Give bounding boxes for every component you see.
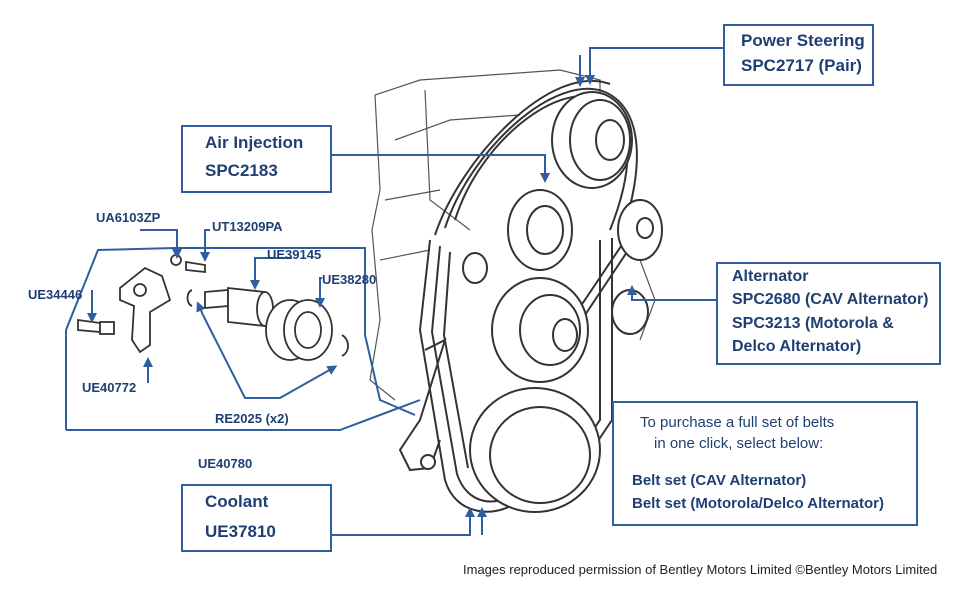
- leader-lines: [65, 47, 723, 536]
- purchase-note-line1: To purchase a full set of belts: [640, 414, 835, 431]
- alternator-code-motorola: SPC3213 (Motorola &: [732, 315, 894, 332]
- tensioner-parts-drawing: [77, 254, 349, 361]
- belt-set-motorola-delco-link[interactable]: Belt set (Motorola/Delco Alternator): [632, 495, 884, 512]
- coolant-title: Coolant: [205, 492, 269, 511]
- part-label-ue40772: UE40772: [82, 380, 137, 395]
- pulley-drawing: [462, 91, 663, 513]
- part-label-ue39145: UE39145: [267, 247, 322, 262]
- part-label-ue40780: UE40780: [198, 456, 253, 471]
- air-injection-callout[interactable]: Air Injection SPC2183: [181, 125, 332, 193]
- part-label-ut13209pa: UT13209PA: [212, 219, 283, 234]
- part-label-ua6103zp: UA6103ZP: [96, 210, 161, 225]
- power-steering-title: Power Steering: [741, 31, 865, 50]
- part-label-ue38280: UE38280: [322, 272, 377, 287]
- alternator-code-cav: SPC2680 (CAV Alternator): [732, 291, 929, 308]
- air-injection-title: Air Injection: [205, 133, 304, 152]
- alternator-callout[interactable]: Alternator SPC2680 (CAV Alternator) SPC3…: [716, 262, 941, 365]
- bracket-drawing: [398, 338, 447, 472]
- coolant-code: UE37810: [205, 522, 276, 541]
- part-label-re2025: RE2025 (x2): [215, 411, 289, 426]
- air-injection-code: SPC2183: [205, 161, 278, 180]
- power-steering-callout[interactable]: Power Steering SPC2717 (Pair): [723, 24, 874, 86]
- purchase-note-line2: in one click, select below:: [654, 435, 824, 452]
- alternator-code-delco: Delco Alternator): [732, 338, 862, 355]
- belt-set-cav-link[interactable]: Belt set (CAV Alternator): [632, 472, 807, 489]
- image-credit: Images reproduced permission of Bentley …: [463, 562, 938, 577]
- coolant-callout[interactable]: Coolant UE37810: [181, 484, 332, 552]
- power-steering-code: SPC2717 (Pair): [741, 56, 862, 75]
- part-label-ue34446: UE34446: [28, 287, 83, 302]
- alternator-title: Alternator: [732, 268, 809, 285]
- purchase-note-box: To purchase a full set of belts in one c…: [612, 401, 918, 526]
